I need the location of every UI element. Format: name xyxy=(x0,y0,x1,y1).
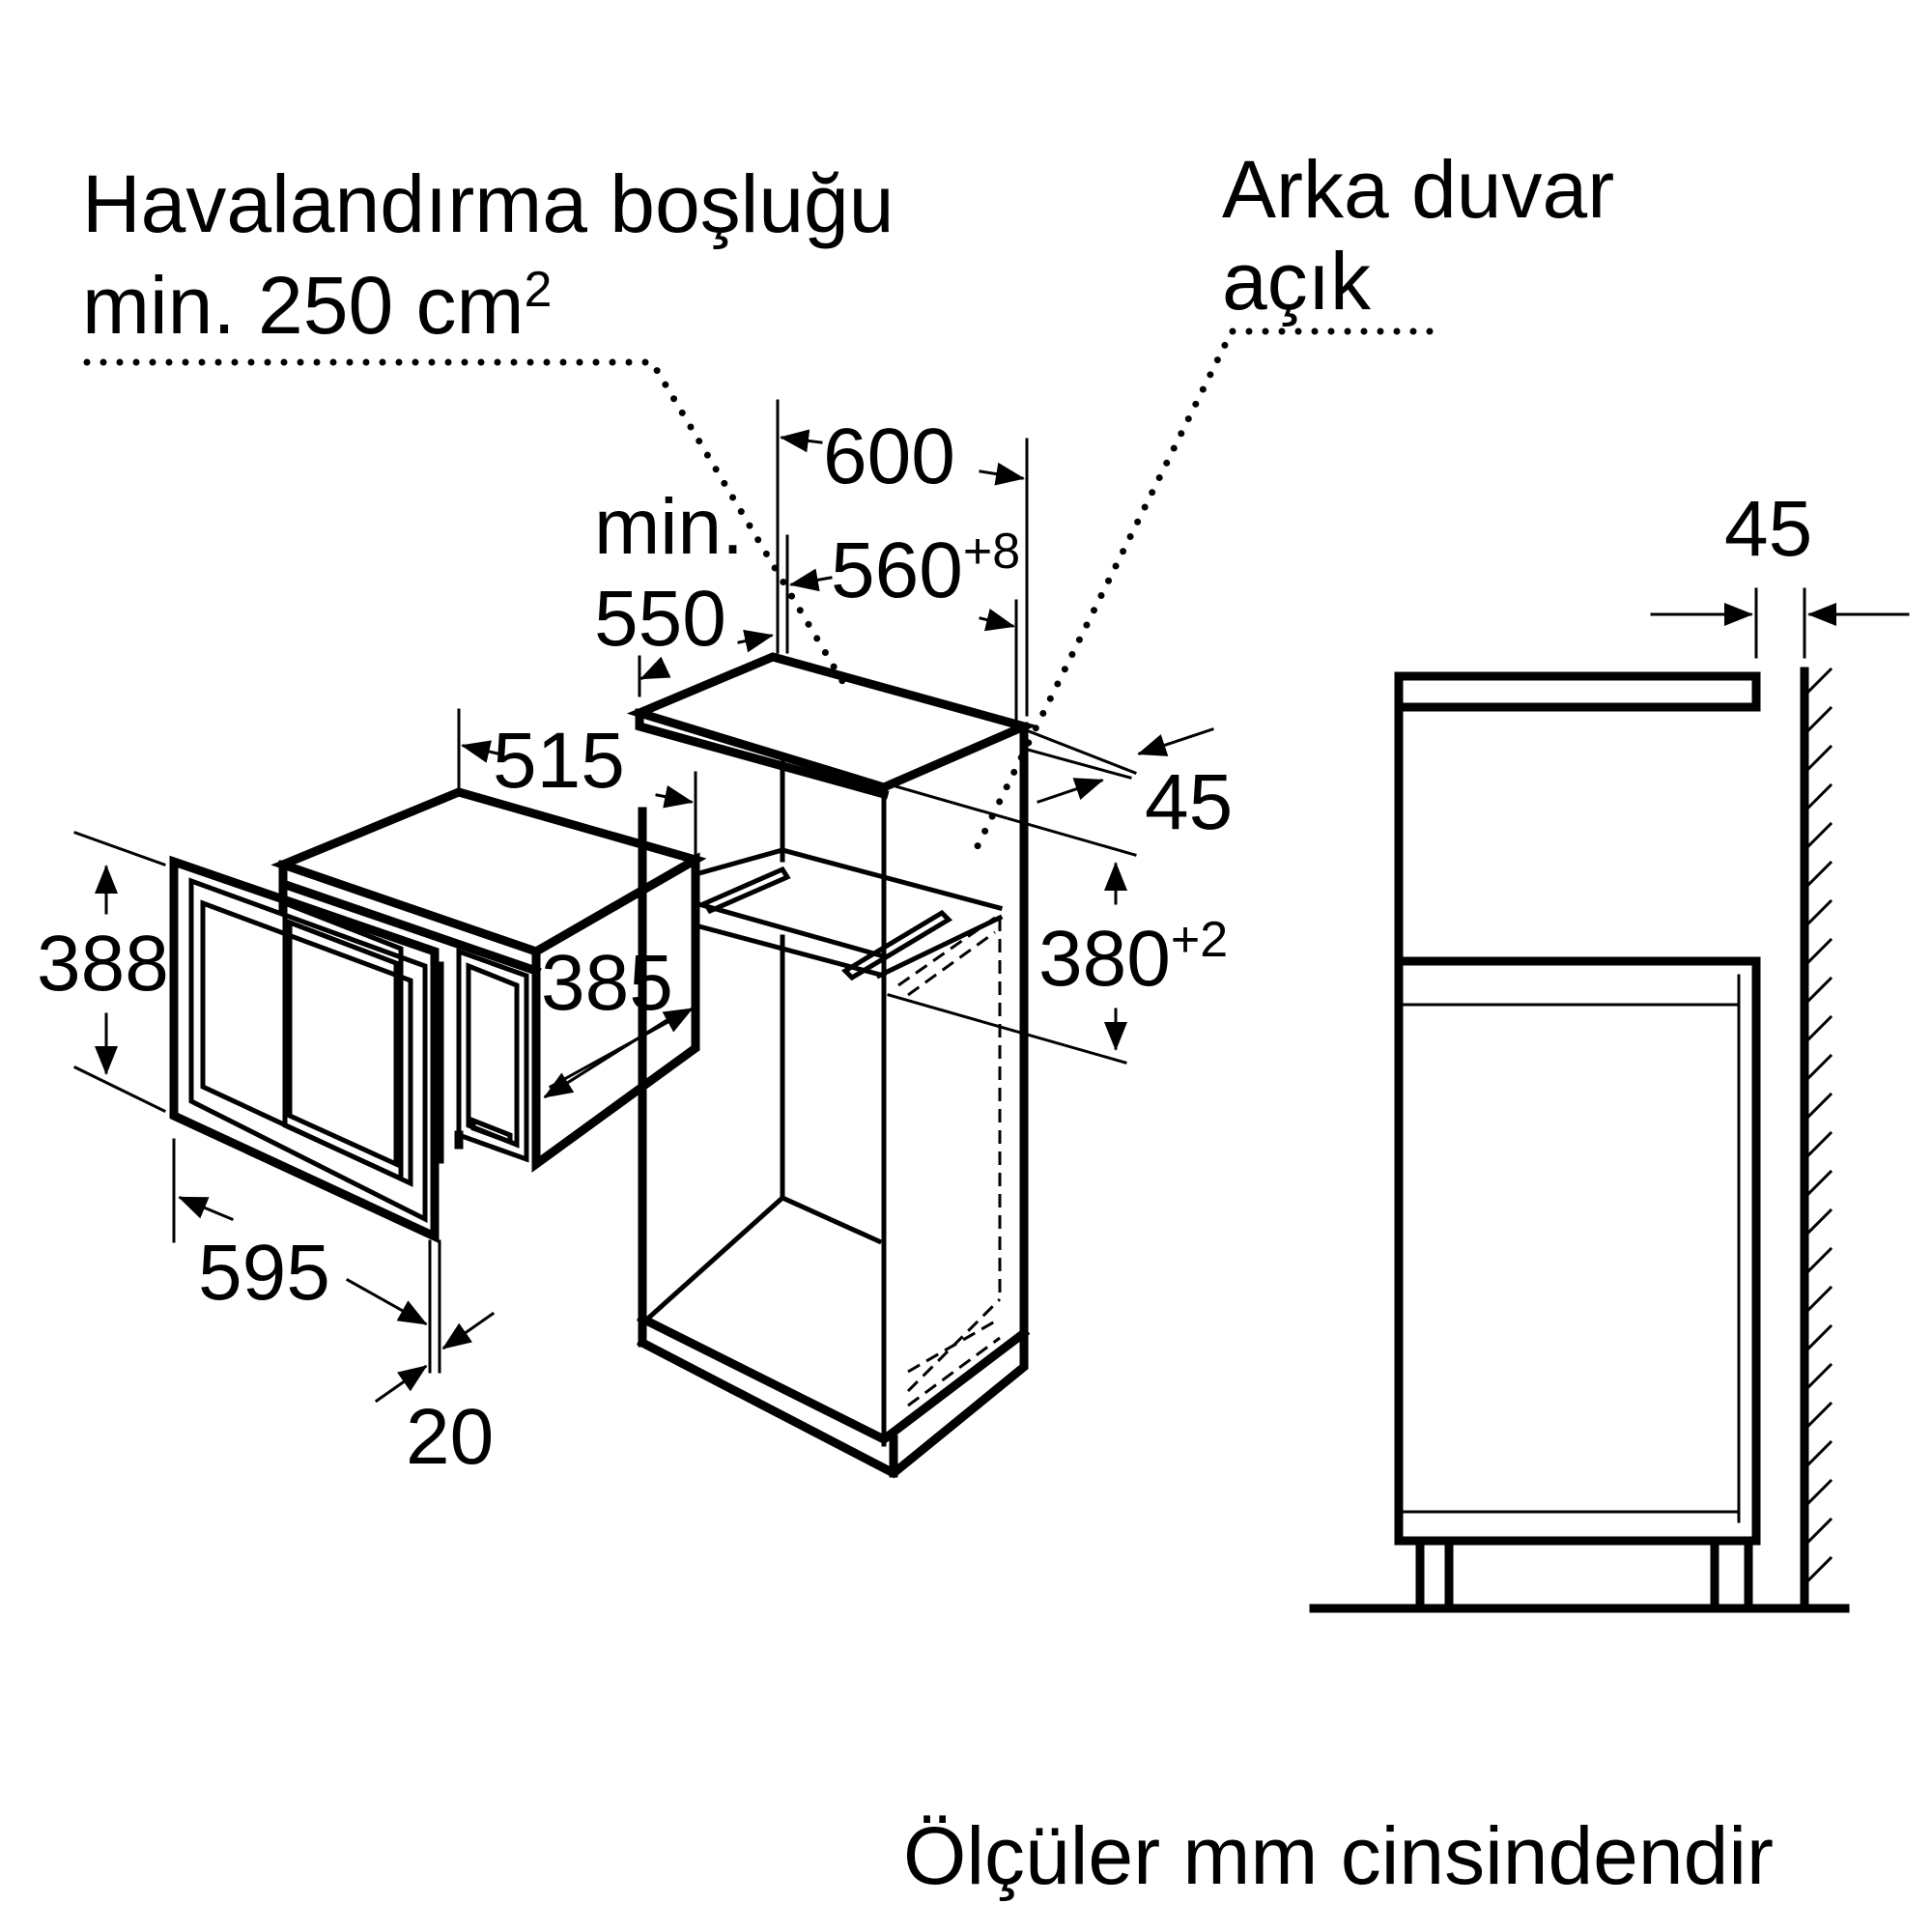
dim-gap-45: 45 xyxy=(1145,758,1233,846)
dim-side-gap-45: 45 xyxy=(1724,485,1812,573)
units-footer-note: Ölçüler mm cinsindendir xyxy=(903,1810,1774,1901)
dim-front-depth-20: 20 xyxy=(406,1393,494,1481)
cabinet-unit xyxy=(626,652,1037,1479)
rear-wall-label-line1: Arka duvar xyxy=(1222,144,1614,235)
dim-min-label: min. xyxy=(594,483,744,571)
microwave-appliance xyxy=(169,787,707,1244)
ventilation-label-line1: Havalandırma boşluğu xyxy=(82,158,895,249)
dim-body-385: 385 xyxy=(541,939,673,1027)
rear-wall-label-line2: açık xyxy=(1222,236,1372,327)
dim-front-width-595: 595 xyxy=(198,1229,330,1317)
dim-niche-height-380: 380+2 xyxy=(1038,912,1228,1003)
dim-niche-width-560: 560+8 xyxy=(831,524,1020,614)
dim-height-388: 388 xyxy=(37,920,169,1008)
dim-cabinet-width-600: 600 xyxy=(823,412,955,500)
dimension-lines xyxy=(72,399,1214,1404)
dim-depth-550: 550 xyxy=(594,575,726,663)
rear-wall-leader xyxy=(967,327,1434,864)
ventilation-label-line2: min. 250 cm2 xyxy=(82,260,552,351)
side-view-cabinet xyxy=(1309,587,1910,1613)
dim-depth-515: 515 xyxy=(493,717,625,805)
